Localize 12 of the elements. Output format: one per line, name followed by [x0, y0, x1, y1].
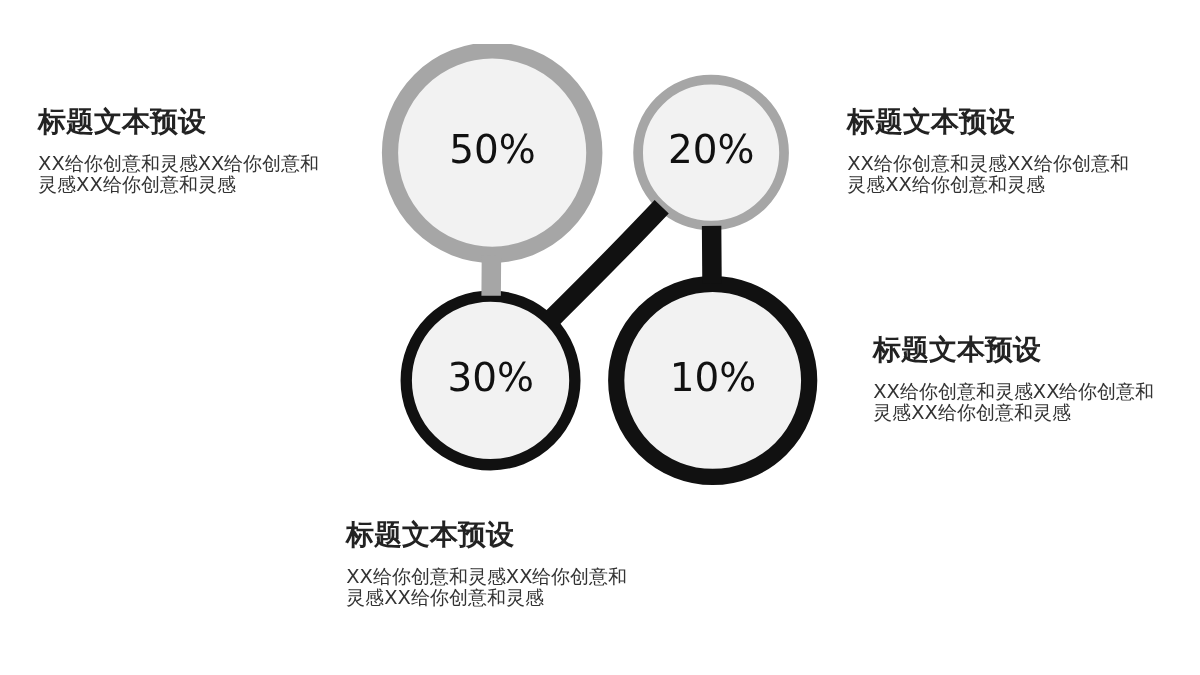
node-label: 标题文本预设	[873, 332, 1042, 365]
node-circle: 50%	[381, 44, 603, 263]
node-circle: 20%	[633, 74, 789, 231]
node-label: XX给你创意和灵感XX给你创意和灵感XX给你创意和灵感	[847, 151, 1129, 196]
node-circle: 30%	[400, 290, 581, 471]
node-circle: 10%	[608, 275, 818, 486]
node-label: XX给你创意和灵感XX给你创意和灵感XX给你创意和灵感	[38, 151, 320, 196]
node-label: XX给你创意和灵感XX给你创意和灵感XX给你创意和灵感	[873, 379, 1155, 424]
node-label: 标题文本预设	[38, 104, 207, 137]
node-label: XX给你创意和灵感XX给你创意和灵感XX给你创意和灵感	[346, 564, 628, 609]
node-label: 标题文本预设	[847, 104, 1016, 137]
node-label: 标题文本预设	[346, 517, 515, 550]
